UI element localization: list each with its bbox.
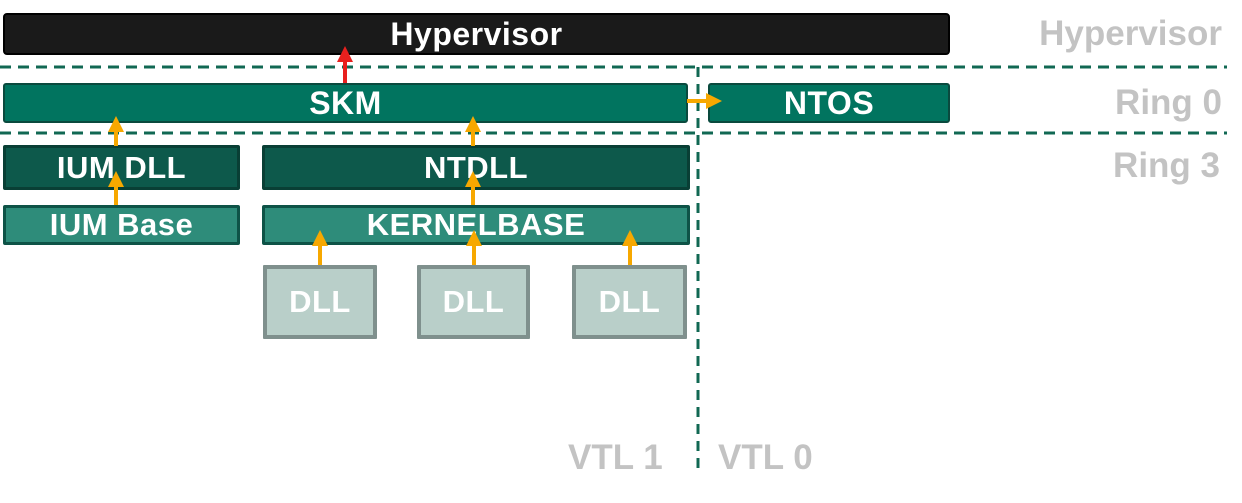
skm-bar-label: SKM: [309, 84, 382, 121]
dll-box-1-label: DLL: [289, 284, 351, 319]
zone-label-vtl-0: VTL 0: [718, 438, 813, 477]
dll-box-2-label: DLL: [442, 284, 505, 319]
dll-box-2: DLL: [417, 265, 530, 339]
ium-base-bar-label: IUM Base: [49, 207, 194, 242]
ium-dll-bar-label: IUM DLL: [56, 149, 187, 185]
ium-base-bar: IUM Base: [3, 205, 240, 245]
hypervisor-bar: Hypervisor: [3, 13, 950, 55]
ntos-bar: NTOS: [708, 83, 950, 123]
zone-label-ring-3: Ring 3: [1113, 146, 1220, 185]
dll-box-3: DLL: [572, 265, 687, 339]
ium-dll-bar: IUM DLL: [3, 145, 240, 190]
kernelbase-bar: KERNELBASE: [262, 205, 690, 245]
ntos-bar-label: NTOS: [783, 84, 875, 121]
zone-label-vtl-1: VTL 1: [568, 438, 663, 477]
dll-box-1: DLL: [263, 265, 377, 339]
zone-label-ring-0: Ring 0: [1115, 83, 1222, 122]
zone-label-hypervisor: Hypervisor: [1039, 14, 1222, 53]
kernelbase-bar-label: KERNELBASE: [366, 207, 586, 242]
ntdll-bar-label: NTDLL: [423, 149, 529, 185]
skm-bar: SKM: [3, 83, 688, 123]
hypervisor-bar-label: Hypervisor: [390, 15, 563, 52]
dll-box-3-label: DLL: [598, 284, 661, 319]
ntdll-bar: NTDLL: [262, 145, 690, 190]
